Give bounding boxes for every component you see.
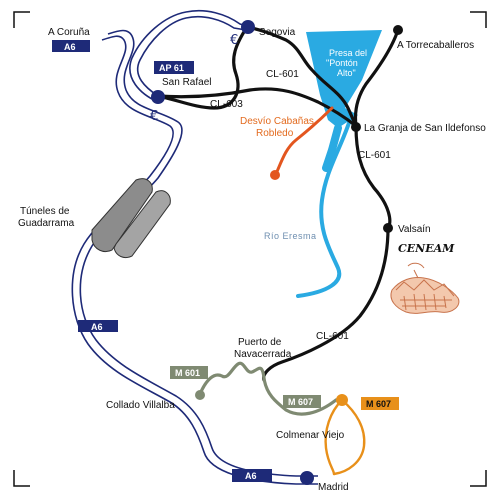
place-label-a-coruna: A Coruña bbox=[48, 27, 90, 38]
river-eresma bbox=[296, 118, 352, 298]
place-label-colmenar-viejo: Colmenar Viejo bbox=[276, 430, 345, 441]
desvio-road bbox=[274, 106, 334, 176]
black-roads bbox=[156, 25, 400, 382]
badge-ap61-label: AP 61 bbox=[159, 63, 184, 73]
reservoir-channel bbox=[322, 124, 342, 172]
toll-icon: € bbox=[230, 33, 238, 48]
san-rafael-node bbox=[151, 90, 165, 104]
m607-roads bbox=[324, 398, 366, 476]
valsain-node bbox=[383, 223, 393, 233]
place-label-desvio-2: Robledo bbox=[256, 128, 294, 139]
water-label-presa-3: Alto" bbox=[337, 68, 356, 78]
desvio-endpoint bbox=[270, 170, 280, 180]
road-label-cl601-mid: CL-601 bbox=[358, 150, 391, 161]
road-label-cl601-low: CL-601 bbox=[316, 331, 349, 342]
badge-a6-mid: A6 bbox=[78, 320, 118, 332]
place-label-collado-villalba: Collado Villalba bbox=[106, 400, 175, 411]
road-label-cl601-top: CL-601 bbox=[266, 69, 299, 80]
place-label-torrecaballeros: A Torrecaballeros bbox=[397, 40, 474, 51]
badge-ap61: AP 61 bbox=[154, 61, 194, 74]
collado-villalba-node bbox=[195, 390, 205, 400]
place-label-tuneles-1: Túneles de bbox=[20, 206, 70, 217]
place-label-segovia: Segovia bbox=[259, 27, 296, 38]
place-label-tuneles-2: Guadarrama bbox=[18, 218, 75, 229]
ceneam-logo-text: CENEAM bbox=[398, 242, 455, 255]
toll-icon: € bbox=[150, 109, 158, 124]
ap61-highway bbox=[129, 9, 249, 103]
badge-m601-label: M 601 bbox=[175, 368, 200, 378]
water-label-rio-eresma: Río Eresma bbox=[264, 231, 317, 241]
badge-a6-bottom: A6 bbox=[232, 469, 272, 482]
badge-m607-left-label: M 607 bbox=[288, 397, 313, 407]
water-label-presa-2: "Pontón bbox=[326, 58, 358, 68]
place-label-puerto-2: Navacerrada bbox=[234, 349, 292, 360]
place-label-desvio-1: Desvío Cabañas bbox=[240, 116, 314, 127]
badge-m607-right: M 607 bbox=[361, 397, 399, 410]
segovia-node bbox=[241, 20, 255, 34]
place-label-la-granja: La Granja de San Ildefonso bbox=[364, 123, 486, 134]
reservoir-shape bbox=[306, 30, 382, 128]
crop-marks bbox=[13, 11, 487, 487]
a6-highway bbox=[71, 29, 318, 485]
badge-a6-bottom-label: A6 bbox=[245, 471, 257, 481]
torrecaballeros-node bbox=[393, 25, 403, 35]
badge-a6-top-label: A6 bbox=[64, 42, 76, 52]
ceneam-building-sketch bbox=[390, 262, 460, 314]
badge-a6-mid-label: A6 bbox=[91, 322, 103, 332]
place-label-san-rafael: San Rafael bbox=[162, 77, 211, 88]
badge-m601: M 601 bbox=[170, 366, 208, 379]
la-granja-node bbox=[351, 122, 361, 132]
road-label-cl603: CL-603 bbox=[210, 99, 243, 110]
badge-m607-left: M 607 bbox=[283, 395, 321, 408]
badge-a6-top: A6 bbox=[52, 40, 90, 52]
madrid-node bbox=[300, 471, 314, 485]
place-label-madrid: Madrid bbox=[318, 482, 349, 493]
place-label-valsain: Valsaín bbox=[398, 224, 431, 235]
place-label-puerto-1: Puerto de bbox=[238, 337, 282, 348]
water-label-presa-1: Presa del bbox=[329, 48, 367, 58]
colmenar-node bbox=[336, 394, 348, 406]
badge-m607-right-label: M 607 bbox=[366, 399, 391, 409]
tunnel-graphic bbox=[91, 178, 171, 259]
m601-road bbox=[198, 361, 338, 416]
